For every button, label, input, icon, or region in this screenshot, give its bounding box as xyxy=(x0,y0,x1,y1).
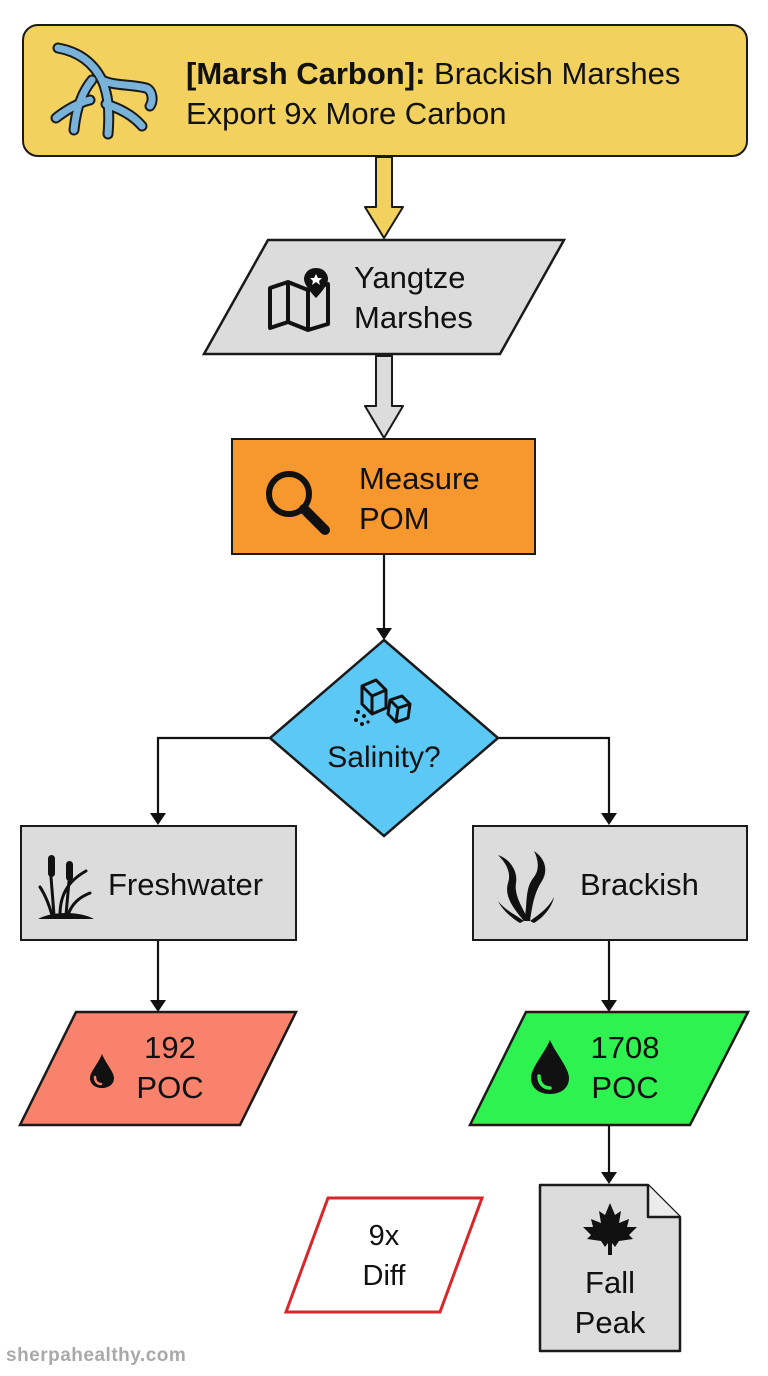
salt-crystals-icon xyxy=(352,676,416,733)
droplet-icon xyxy=(528,1038,572,1101)
fall-peak-node: Fall Peak xyxy=(538,1183,682,1353)
river-delta-icon xyxy=(50,40,160,145)
brackish-poc-label: 1708 POC xyxy=(590,1030,660,1105)
arrow-decision-to-brackish xyxy=(498,736,611,815)
seaweed-icon xyxy=(494,849,556,928)
title-body: Brackish Marshes Export 9x More Carbon xyxy=(186,56,681,131)
fall-peak-label: Fall Peak xyxy=(574,1265,646,1340)
arrow-title-to-location xyxy=(364,156,404,239)
maple-leaf-icon xyxy=(581,1201,639,1262)
watermark: sherpahealthy.com xyxy=(6,1345,187,1366)
measure-node: Measure POM xyxy=(231,438,536,555)
freshwater-poc-label: 192 POC xyxy=(136,1030,204,1105)
droplet-icon xyxy=(88,1052,116,1095)
location-node: Yangtze Marshes xyxy=(200,238,568,356)
cattail-icon xyxy=(38,851,94,926)
difference-label: 9x Diff xyxy=(362,1220,406,1292)
title-prefix: [Marsh Carbon]: xyxy=(186,56,426,91)
magnifier-icon xyxy=(261,466,333,543)
difference-node: 9x Diff xyxy=(284,1196,484,1314)
brackish-poc-node: 1708 POC xyxy=(468,1010,750,1127)
brackish-label: Brackish xyxy=(580,867,699,902)
measure-label: Measure POM xyxy=(359,461,480,536)
decision-label: Salinity? xyxy=(327,741,441,774)
salinity-decision: Salinity? xyxy=(268,638,500,838)
freshwater-node: Freshwater xyxy=(20,825,297,941)
arrow-decision-to-freshwater xyxy=(156,736,270,815)
title-banner: [Marsh Carbon]: Brackish Marshes Export … xyxy=(22,24,748,157)
freshwater-label: Freshwater xyxy=(108,867,264,902)
map-pin-icon xyxy=(264,266,336,337)
freshwater-poc-node: 192 POC xyxy=(18,1010,298,1127)
brackish-node: Brackish xyxy=(472,825,748,941)
arrow-location-to-measure xyxy=(364,355,404,439)
location-label: Yangtze Marshes xyxy=(354,260,473,335)
title-text: [Marsh Carbon]: Brackish Marshes Export … xyxy=(186,54,726,134)
